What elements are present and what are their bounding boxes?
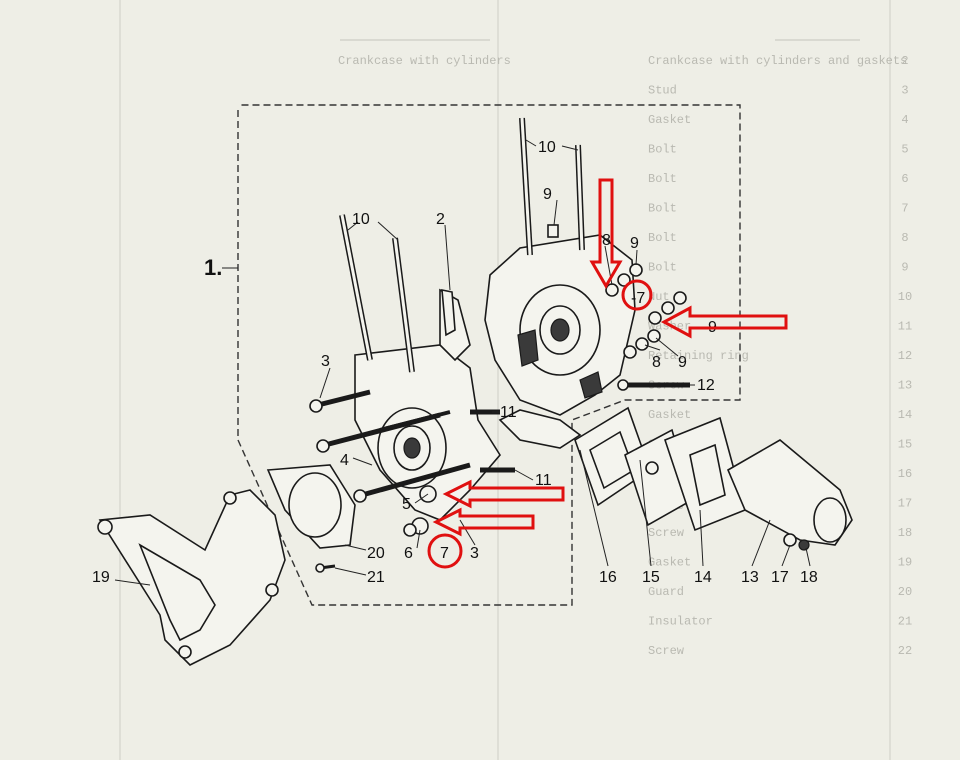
background-line: 17 [898, 497, 912, 511]
circle-annotation-lower [427, 533, 463, 569]
callout-14: 14 [694, 569, 712, 586]
background-line: 15 [898, 438, 912, 452]
callout-9-lower: 9 [678, 354, 687, 371]
callout-7-lower: 7 [440, 545, 449, 562]
callout-3-lower: 3 [470, 545, 479, 562]
callout-16: 16 [599, 569, 617, 586]
callout-21: 21 [367, 569, 385, 586]
background-line: 12 [898, 349, 912, 363]
callout-2: 2 [436, 211, 445, 228]
background-item-numbers: 2 3 4 5 6 7 8 9 10 11 12 13 14 15 16 17 18 19 20 21 22 [898, 54, 912, 658]
background-line: Bolt [648, 143, 677, 157]
callout-labels: 10 2 3 4 5 6 7 3 10 9 8 9 -7 9 8 9 12 11… [92, 139, 818, 586]
background-line: Gasket [648, 408, 691, 422]
background-line: 13 [898, 379, 912, 393]
red-annotations [427, 178, 788, 569]
background-line: 16 [898, 467, 912, 481]
callout-11-lower: 11 [535, 472, 552, 489]
callout-17: 17 [771, 569, 789, 586]
callout-9-top: 9 [543, 186, 552, 203]
leader-lines [114, 139, 811, 586]
assembly-boundary: 1. [204, 104, 741, 606]
callout-19: 19 [92, 569, 110, 586]
callout-1: 1. [204, 255, 222, 280]
callout-8-lower: 8 [652, 354, 661, 371]
callout-15: 15 [642, 569, 660, 586]
circle-annotation-upper [621, 279, 653, 311]
callout-10-right: 10 [538, 139, 556, 156]
background-line: Gasket [648, 113, 691, 127]
background-line: Crankcase with cylinders [338, 54, 511, 68]
background-parts-list: Crankcase with cylinders and gasketsStud… [119, 0, 912, 760]
background-line: 4 [901, 113, 908, 127]
background-line: Gasket [648, 556, 691, 570]
background-line: 21 [898, 615, 912, 629]
arrow-left-annotation-lower [432, 507, 535, 537]
background-line: Guard [648, 585, 684, 599]
callout-9-upper: 9 [630, 235, 639, 252]
background-line: 2 [901, 54, 908, 68]
background-line: 3 [901, 84, 908, 98]
callout-4: 4 [340, 452, 349, 469]
right-crankcase-half [470, 117, 690, 473]
callout-11-upper: 11 [500, 404, 517, 421]
background-line: 7 [901, 202, 908, 216]
background-line: Insulator [648, 615, 713, 629]
background-line: 19 [898, 556, 912, 570]
intake-assembly [574, 406, 853, 551]
background-line: 6 [901, 172, 908, 186]
background-left-lines: Crankcase with cylinders and gasketsStud… [648, 54, 907, 658]
callout-7-upper: -7 [631, 290, 645, 307]
background-line: 9 [901, 261, 908, 275]
background-line: Bolt [648, 231, 677, 245]
background-line: Nut [648, 290, 670, 304]
callout-5: 5 [402, 496, 411, 513]
cover-plate-and-bracket [97, 464, 356, 666]
callout-18: 18 [800, 569, 818, 586]
background-mid-lines: Crankcase with cylinders [338, 54, 511, 68]
arrow-left-annotation-upper [660, 305, 788, 339]
background-line: 11 [898, 320, 912, 334]
arrow-down-annotation [589, 178, 623, 289]
background-line: 5 [901, 143, 908, 157]
background-line: Bolt [648, 261, 677, 275]
callout-12: 12 [697, 377, 715, 394]
callout-13: 13 [741, 569, 759, 586]
background-line: Bolt [648, 202, 677, 216]
callout-10-left: 10 [352, 211, 370, 228]
background-line: 8 [901, 231, 908, 245]
callout-20: 20 [367, 545, 385, 562]
background-line: Retaining ring [648, 349, 749, 363]
callout-8-upper: 8 [602, 232, 611, 249]
background-line: Bolt [648, 172, 677, 186]
background-line: Stud [648, 84, 677, 98]
background-line: 20 [898, 585, 912, 599]
background-line: Screw [648, 644, 685, 658]
background-line: Screw [648, 526, 685, 540]
left-crankcase-half [309, 214, 501, 537]
background-line: 14 [898, 408, 912, 422]
background-line: 18 [898, 526, 912, 540]
background-line: 10 [898, 290, 912, 304]
background-line: 22 [898, 644, 912, 658]
background-line: Crankcase with cylinders and gaskets [648, 54, 907, 68]
callout-6: 6 [404, 545, 413, 562]
callout-3-upper: 3 [321, 353, 330, 370]
arrow-left-annotation-middle [442, 479, 565, 509]
